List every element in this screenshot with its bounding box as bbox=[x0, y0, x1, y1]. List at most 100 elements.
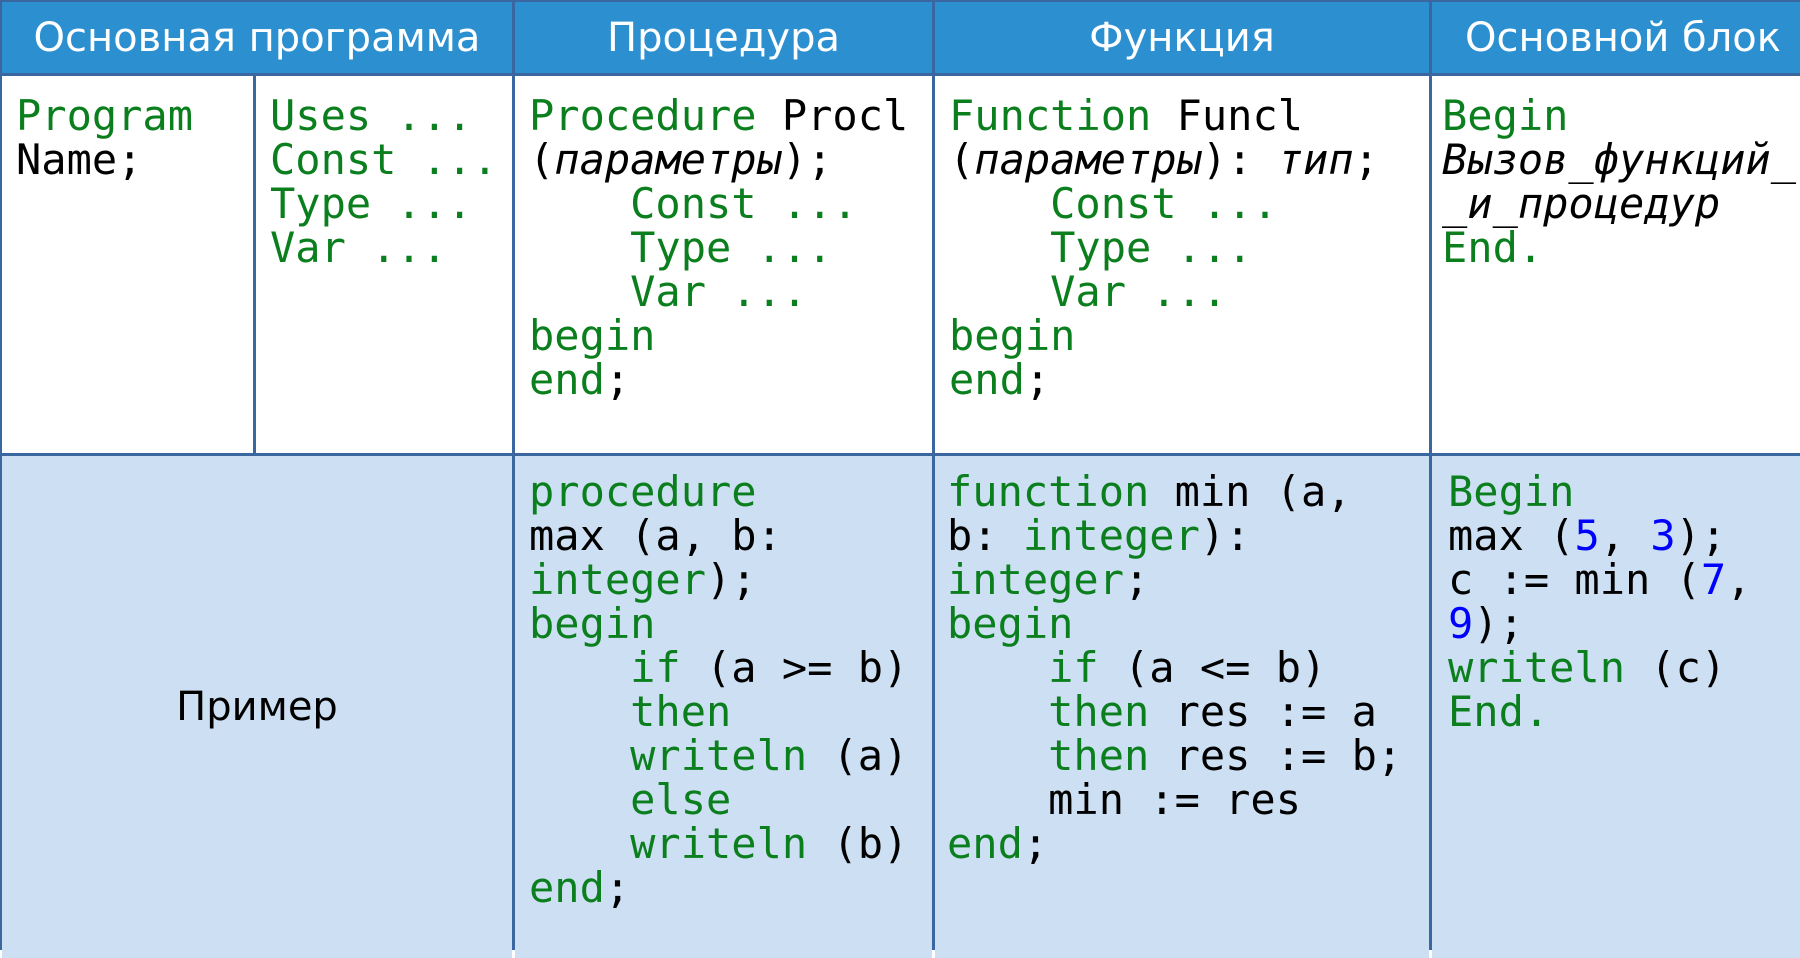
code-keyword: begin bbox=[529, 311, 656, 360]
code-keyword: integer bbox=[947, 555, 1125, 604]
code-keyword: Type ... bbox=[949, 223, 1253, 272]
code-line: (параметры): тип; bbox=[949, 138, 1429, 182]
procedure-decl-cell: Procedure Procl(параметры); Const ... Ty… bbox=[515, 76, 932, 453]
code-keyword: Type ... bbox=[270, 179, 473, 228]
code-text: ); bbox=[706, 555, 757, 604]
code-keyword: Function bbox=[949, 91, 1152, 140]
code-number: 3 bbox=[1650, 511, 1676, 560]
code-keyword: then bbox=[947, 687, 1150, 736]
code-line: integer; bbox=[947, 558, 1429, 602]
code-keyword: writeln bbox=[1448, 643, 1626, 692]
code-line: Uses ... bbox=[270, 94, 512, 138]
function-decl-cell: Function Funcl(параметры): тип; Const ..… bbox=[935, 76, 1429, 453]
code-number: 9 bbox=[1448, 599, 1474, 648]
code-line: Var ... bbox=[270, 226, 512, 270]
code-keyword: if bbox=[947, 643, 1099, 692]
header-procedure: Процедура bbox=[515, 2, 932, 73]
code-text: Procl bbox=[756, 91, 909, 140]
code-keyword: function bbox=[947, 467, 1150, 516]
code-line: Var ... bbox=[949, 270, 1429, 314]
code-line: writeln (a) bbox=[529, 734, 932, 778]
code-keyword: Var ... bbox=[529, 267, 808, 316]
code-text: (a <= b) bbox=[1098, 643, 1327, 692]
code-text: max ( bbox=[1448, 511, 1575, 560]
code-line: writeln (c) bbox=[1448, 646, 1800, 690]
code-line: (параметры); bbox=[529, 138, 932, 182]
code-text: Name; bbox=[16, 135, 143, 184]
code-line: Function Funcl bbox=[949, 94, 1429, 138]
code-keyword: procedure bbox=[529, 467, 757, 516]
code-line: then res := b; bbox=[947, 734, 1429, 778]
code-text: , bbox=[1726, 555, 1752, 604]
code-text: ; bbox=[604, 863, 631, 912]
code-text: c := min ( bbox=[1448, 555, 1701, 604]
code-line: Const ... bbox=[949, 182, 1429, 226]
code-keyword: Begin bbox=[1448, 467, 1575, 516]
code-placeholder: тип bbox=[1277, 135, 1354, 184]
code-line: max (a, b: bbox=[529, 514, 932, 558]
code-line: Var ... bbox=[529, 270, 932, 314]
code-keyword: Var ... bbox=[949, 267, 1228, 316]
code-line: procedure bbox=[529, 470, 932, 514]
code-text: b: bbox=[947, 511, 1023, 560]
function-example-cell: function min (a,b: integer):integer;begi… bbox=[935, 456, 1429, 958]
code-text: (c) bbox=[1625, 643, 1727, 692]
code-line: then res := a bbox=[947, 690, 1429, 734]
code-keyword: Const ... bbox=[270, 135, 498, 184]
code-line: min := res bbox=[947, 778, 1429, 822]
code-line: Procedure Procl bbox=[529, 94, 932, 138]
code-keyword: then bbox=[529, 687, 732, 736]
code-line: b: integer): bbox=[947, 514, 1429, 558]
code-keyword: Type ... bbox=[529, 223, 833, 272]
code-text: ( bbox=[949, 135, 975, 184]
code-keyword: begin bbox=[529, 599, 656, 648]
code-line: if (a >= b) bbox=[529, 646, 932, 690]
code-keyword: end bbox=[947, 819, 1023, 868]
code-keyword: begin bbox=[947, 599, 1074, 648]
code-line: Type ... bbox=[270, 182, 512, 226]
code-line: End. bbox=[1448, 690, 1800, 734]
code-text: ; bbox=[1022, 819, 1049, 868]
code-line: Type ... bbox=[529, 226, 932, 270]
code-keyword: begin bbox=[949, 311, 1076, 360]
code-keyword: End. bbox=[1448, 687, 1550, 736]
code-keyword: Const ... bbox=[529, 179, 858, 228]
code-keyword: integer bbox=[1022, 511, 1200, 560]
code-line: function min (a, bbox=[947, 470, 1429, 514]
code-line: max (5, 3); bbox=[1448, 514, 1800, 558]
code-placeholder: _и_процедур bbox=[1442, 179, 1721, 228]
code-line: begin bbox=[947, 602, 1429, 646]
code-text: max (a, b: bbox=[529, 511, 782, 560]
code-line: end; bbox=[529, 358, 932, 402]
code-text: ; bbox=[1124, 555, 1150, 604]
code-text: ); bbox=[1675, 511, 1727, 560]
code-text: res := b; bbox=[1149, 731, 1403, 780]
code-placeholder: параметры bbox=[554, 135, 782, 184]
code-keyword: end bbox=[529, 863, 605, 912]
code-line: then bbox=[529, 690, 932, 734]
code-number: 5 bbox=[1574, 511, 1600, 560]
code-line: c := min (7, bbox=[1448, 558, 1800, 602]
code-text: min := res bbox=[947, 775, 1302, 824]
code-line: Name; bbox=[16, 138, 253, 182]
code-line: end; bbox=[949, 358, 1429, 402]
code-text: ): bbox=[1199, 511, 1251, 560]
code-line: begin bbox=[949, 314, 1429, 358]
code-line: begin bbox=[529, 602, 932, 646]
code-placeholder: параметры bbox=[974, 135, 1202, 184]
code-line: integer); bbox=[529, 558, 932, 602]
header-function: Функция bbox=[935, 2, 1429, 73]
code-text: ; bbox=[1353, 135, 1379, 184]
code-keyword: Procedure bbox=[529, 91, 757, 140]
code-line: Вызов_функций_ bbox=[1442, 138, 1800, 182]
code-line: Program bbox=[16, 94, 253, 138]
code-line: writeln (b) bbox=[529, 822, 932, 866]
code-line: End. bbox=[1442, 226, 1800, 270]
code-text: res := a bbox=[1149, 687, 1377, 736]
code-keyword: writeln bbox=[529, 819, 808, 868]
code-text: (a) bbox=[807, 731, 909, 780]
code-text: min (a, bbox=[1149, 467, 1352, 516]
code-text: ; bbox=[1024, 355, 1051, 404]
